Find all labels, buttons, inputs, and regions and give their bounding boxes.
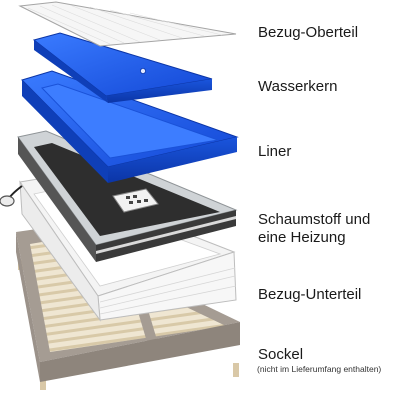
cover-bottom-left [19, 180, 101, 322]
base-left-side [16, 232, 40, 382]
label-foam-heater-line2: eine Heizung [258, 229, 346, 246]
label-base-title: Sockel [258, 346, 304, 363]
base-leg [40, 378, 46, 390]
label-foam-heater-line1: Schaumstoff und [258, 211, 371, 228]
liner-front [108, 137, 237, 183]
water-core-front [106, 79, 212, 103]
label-liner: Liner [258, 143, 292, 160]
liner-inner [41, 83, 219, 159]
water-valve-icon [139, 68, 146, 75]
foam-left [18, 137, 96, 262]
foam-heater-layer [0, 130, 238, 262]
heater-controller [112, 188, 159, 213]
foam-inner-panel [34, 143, 220, 236]
label-water-core: Wasserkern [258, 78, 338, 95]
label-cover-bottom: Bezug-Unterteil [258, 286, 362, 303]
cover-top-layer [18, 1, 237, 47]
label-base-note: (nicht im Lieferumfang enthalten) [257, 364, 382, 374]
label-base: Sockel (nicht im Lieferumfang enthalten) [257, 346, 382, 374]
liner-left [22, 80, 108, 183]
foam-front-stripe [96, 216, 236, 254]
label-foam-heater: Schaumstoff und eine Heizung [258, 211, 370, 247]
water-core-left [34, 40, 108, 103]
liner-layer [21, 70, 239, 183]
base-leg [233, 363, 239, 377]
heater-plug [0, 195, 15, 207]
base-front-side [40, 322, 240, 382]
label-cover-top: Bezug-Oberteil [258, 24, 359, 41]
cover-top-sheet [18, 1, 237, 47]
water-core-layer [32, 32, 213, 103]
